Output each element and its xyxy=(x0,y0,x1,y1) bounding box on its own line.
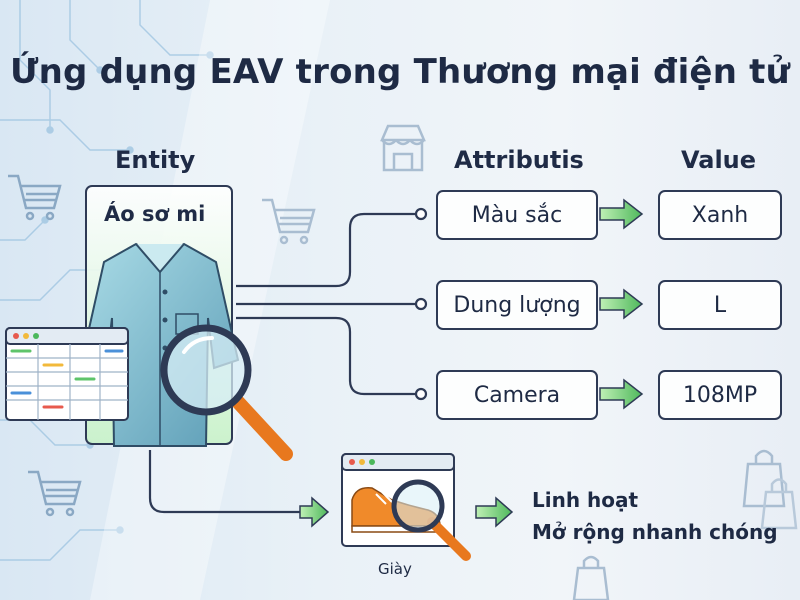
value-box: 108MP xyxy=(658,370,782,420)
attribute-box: Dung lượng xyxy=(436,280,598,330)
entity-name: Áo sơ mi xyxy=(104,202,206,226)
column-header-value: Value xyxy=(681,146,757,174)
magnifier-icon xyxy=(160,324,293,461)
attribute-box: Camera xyxy=(436,370,598,420)
shopping-cart-icon xyxy=(262,198,316,245)
example-label: Giày xyxy=(378,560,412,578)
value-box: Xanh xyxy=(658,190,782,240)
shopping-cart-icon xyxy=(28,470,82,517)
benefit-fast-expansion: Mở rộng nhanh chóng xyxy=(532,520,778,544)
magnifier-icon xyxy=(391,479,471,561)
shopping-bag-icon xyxy=(572,555,610,600)
shop-icon xyxy=(380,124,426,172)
shopping-bag-icon xyxy=(760,478,798,530)
shopping-cart-icon xyxy=(8,174,62,221)
page-title: Ứng dụng EAV trong Thương mại điện tử xyxy=(9,52,790,92)
table-icon xyxy=(5,327,129,421)
shopping-bag-icon xyxy=(742,449,786,508)
connector-lines xyxy=(148,207,428,514)
column-header-attributes: Attributis xyxy=(454,146,584,174)
attribute-box: Màu sắc xyxy=(436,190,598,240)
value-box: L xyxy=(658,280,782,330)
benefit-flexible: Linh hoạt xyxy=(532,488,639,512)
column-header-entity: Entity xyxy=(115,146,196,174)
arrow-right-icon xyxy=(299,198,644,528)
